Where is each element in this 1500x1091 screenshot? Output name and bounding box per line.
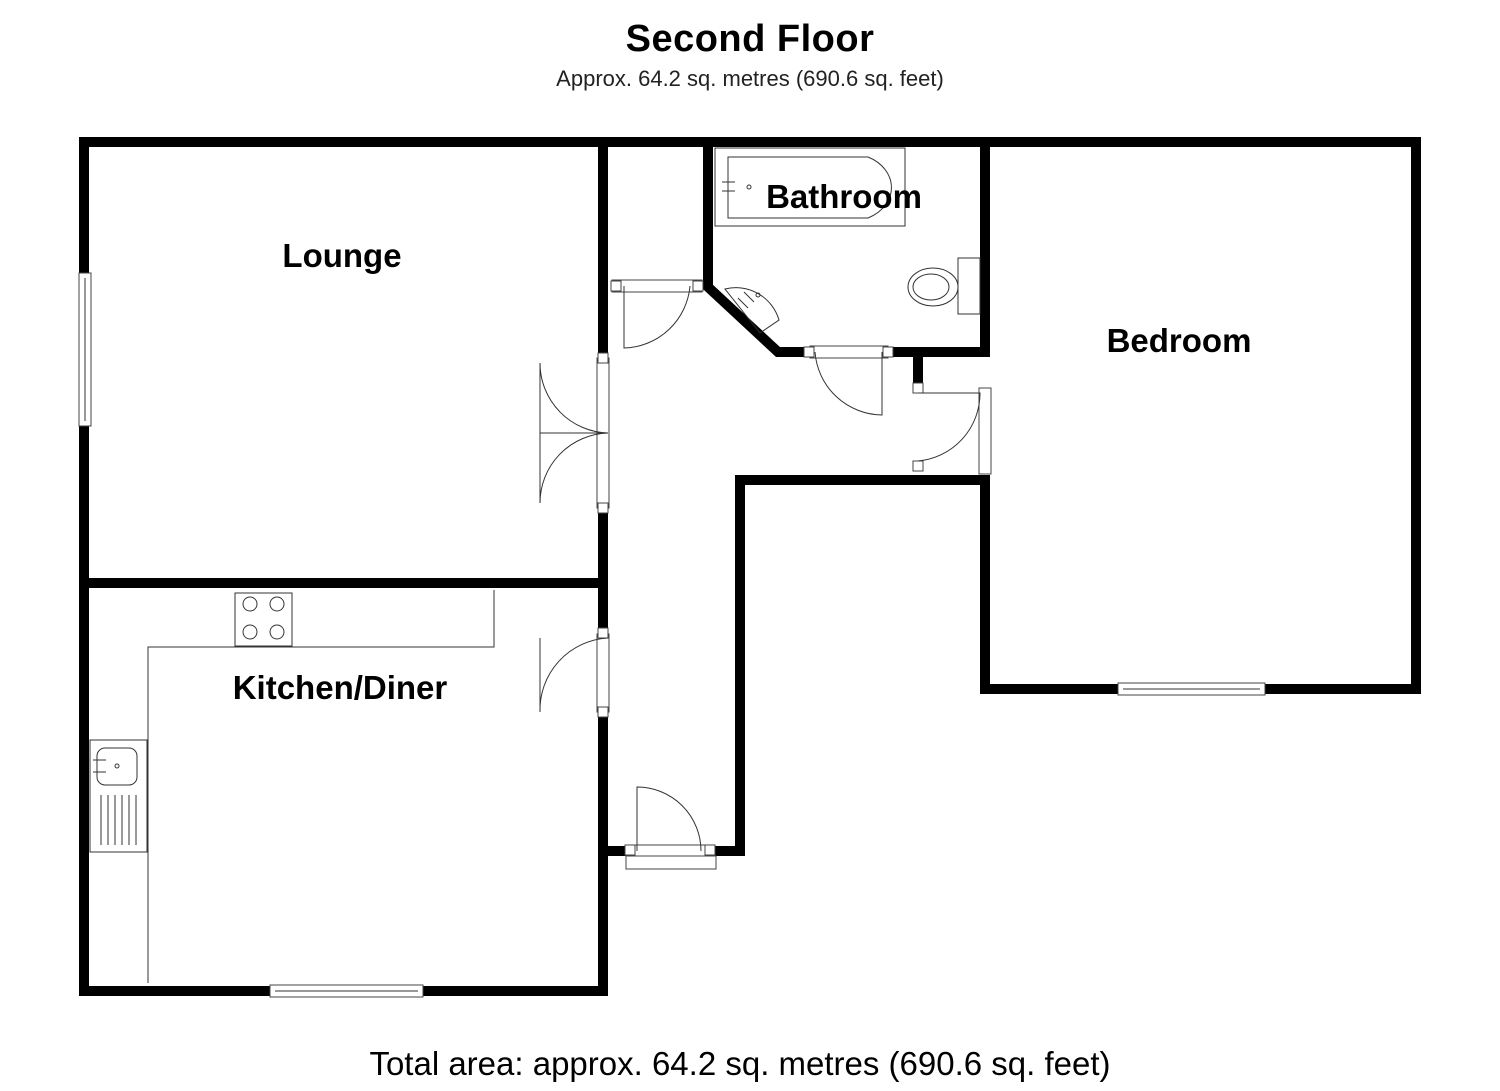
door-bedroom	[917, 392, 981, 462]
room-label-lounge: Lounge	[282, 237, 401, 274]
windows	[78, 272, 1266, 998]
wall-top	[79, 137, 1421, 856]
kitchen-sink	[89, 739, 148, 853]
door-cupboard	[623, 285, 691, 349]
toilet-cistern	[957, 257, 981, 315]
door-kitchen	[539, 637, 609, 713]
room-label-bedroom: Bedroom	[1107, 322, 1252, 359]
door-swings	[539, 285, 981, 870]
entrance-threshold	[625, 855, 717, 870]
kitchen-fittings	[89, 590, 495, 983]
door-lounge-lower	[539, 432, 609, 504]
room-label-kitchen: Kitchen/Diner	[233, 669, 448, 706]
door-openings	[596, 279, 992, 858]
floor-area-subtitle: Approx. 64.2 sq. metres (690.6 sq. feet)	[556, 66, 944, 91]
walls	[79, 137, 1421, 996]
bathroom-fittings	[714, 147, 981, 334]
door-lounge-upper	[539, 362, 609, 434]
total-area: Total area: approx. 64.2 sq. metres (690…	[369, 1045, 1111, 1082]
basin	[724, 287, 780, 334]
door-bathroom	[814, 351, 883, 416]
room-label-bathroom: Bathroom	[766, 178, 922, 215]
wall-bath-left	[703, 137, 815, 357]
door-entrance	[636, 786, 702, 852]
toilet-bowl	[907, 267, 959, 307]
kitchen-worktop	[147, 590, 495, 983]
hob	[234, 592, 293, 647]
bathtub	[714, 147, 906, 227]
floor-title: Second Floor	[625, 18, 875, 60]
